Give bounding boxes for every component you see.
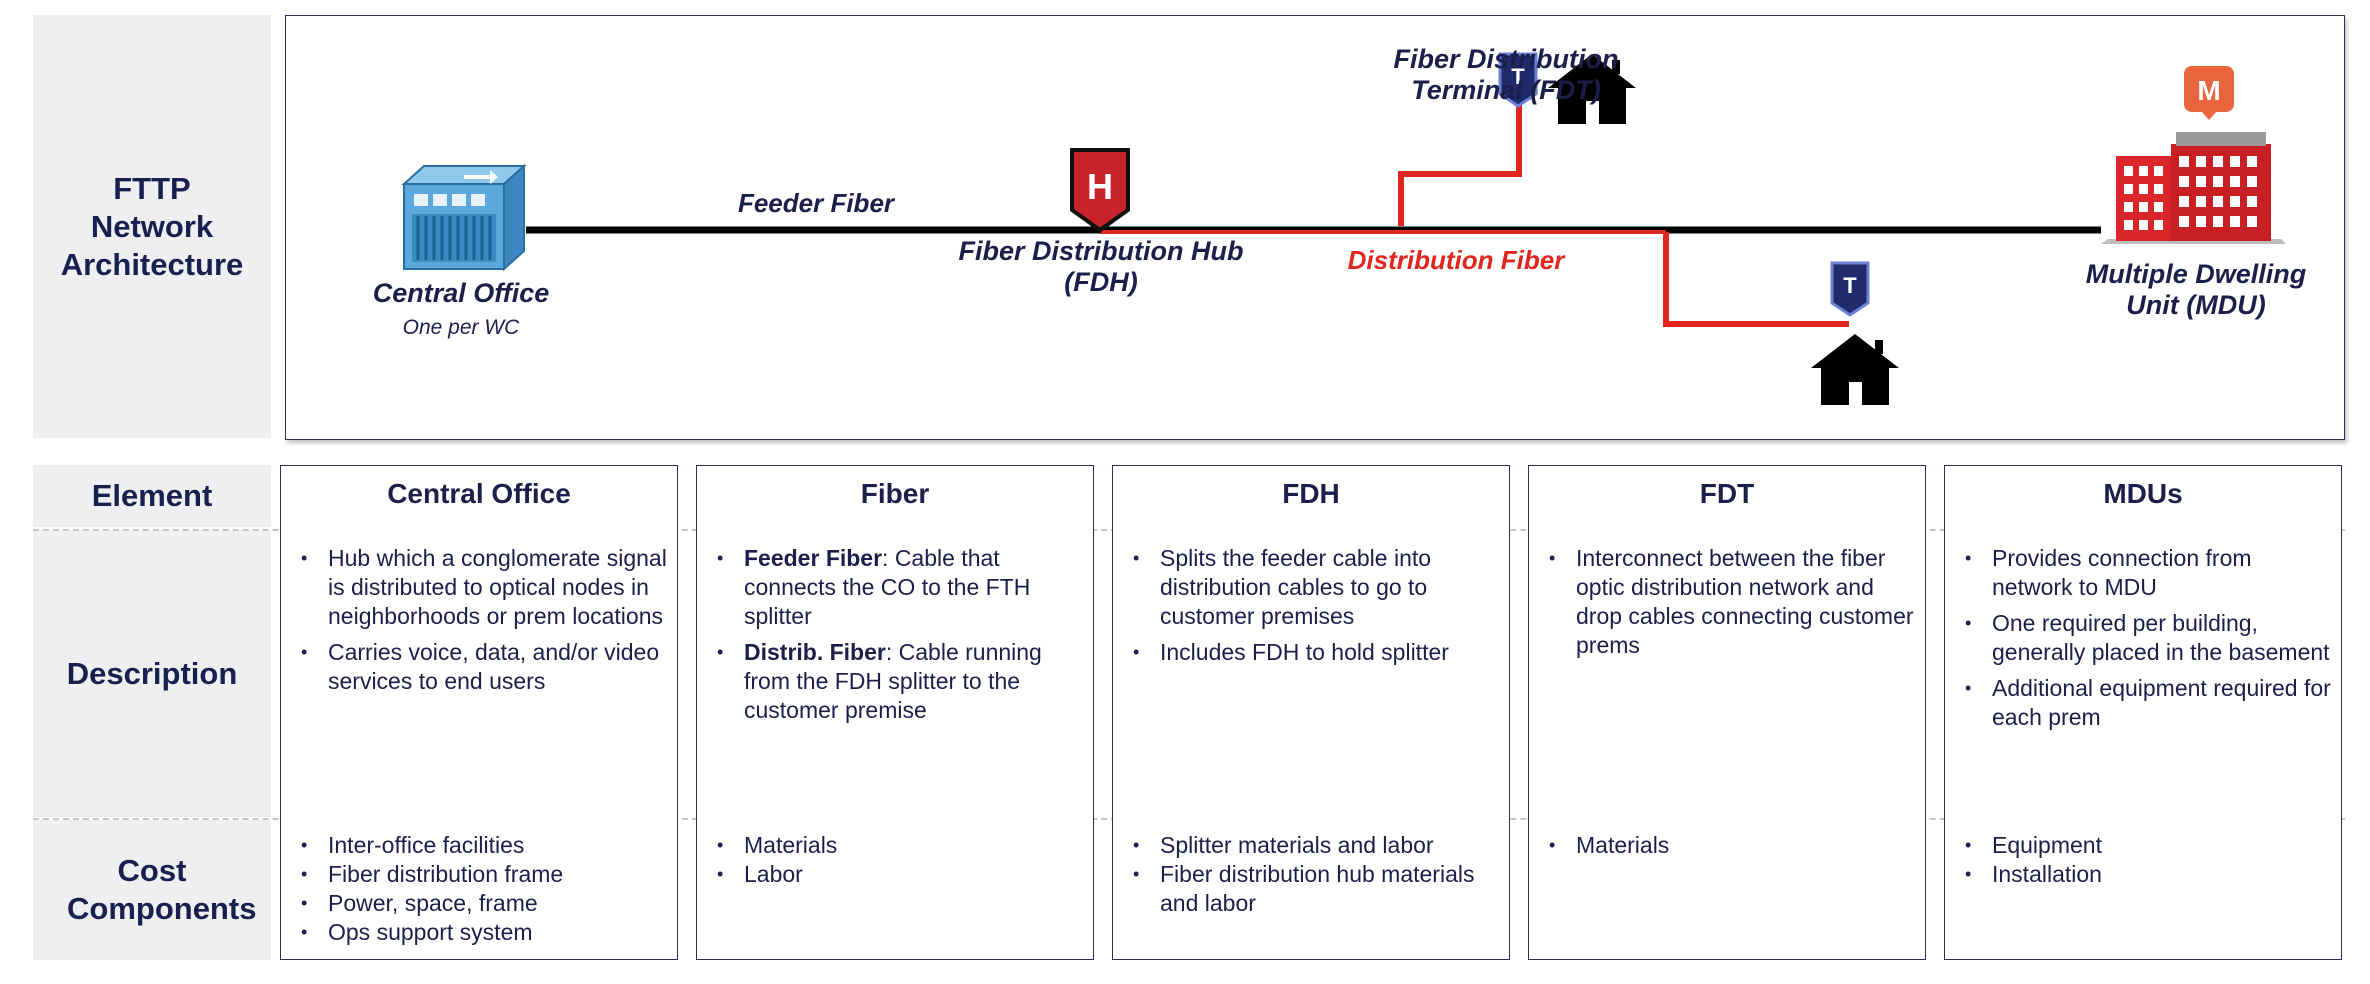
house-lower-icon: [1811, 334, 1899, 405]
row-label-cost-text: Cost Components: [67, 853, 257, 926]
row-label-cost: Cost Components: [33, 820, 271, 960]
fdt-badge-lower-letter: T: [1843, 273, 1857, 298]
description-item: Provides connection from network to MDU: [1965, 544, 2333, 602]
column-fdh: FDH Splits the feeder cable into distrib…: [1112, 465, 1510, 960]
mdu-label: Multiple Dwelling Unit (MDU): [2066, 259, 2326, 321]
description-item: Additional equipment required for each p…: [1965, 674, 2333, 732]
fdh-label-line2: (FDH): [1064, 267, 1138, 297]
column-central-office: Central Office Hub which a conglomerate …: [280, 465, 678, 960]
feeder-fiber-label: Feeder Fiber: [737, 188, 895, 218]
description-item: One required per building, generally pla…: [1965, 609, 2333, 667]
cost-item: Inter-office facilities: [301, 831, 669, 860]
row-label-element: Element: [33, 465, 271, 527]
distribution-fiber-upper: [1398, 98, 1522, 226]
central-office-label: Central Office: [372, 278, 550, 308]
description-item: Distrib. Fiber: Cable running from the F…: [717, 638, 1085, 725]
cost-item: Labor: [717, 860, 1085, 889]
column-title: FDT: [1699, 478, 1755, 509]
description-item: Feeder Fiber: Cable that connects the CO…: [717, 544, 1085, 631]
description-item: Interconnect between the fiber optic dis…: [1549, 544, 1917, 660]
column-fdt: FDT Interconnect between the fiber optic…: [1528, 465, 1926, 960]
fdh-badge-letter: H: [1087, 166, 1113, 207]
description-list: Hub which a conglomerate signal is distr…: [281, 544, 669, 703]
description-item: Splits the feeder cable into distributio…: [1133, 544, 1501, 631]
cost-list: Inter-office facilities Fiber distributi…: [281, 831, 669, 947]
description-text: : Cable running from the FDH splitter to…: [744, 639, 1042, 723]
diagram-title-panel: FTTP Network Architecture: [33, 15, 271, 438]
fdt-badge-upper-letter: T: [1511, 64, 1525, 89]
central-office-icon: [401, 163, 527, 272]
column-title: FDH: [1282, 478, 1340, 509]
mdu-badge-letter: M: [2197, 75, 2220, 106]
column-title: Fiber: [860, 478, 930, 509]
network-diagram: H T T: [285, 15, 2345, 440]
cost-item: Equipment: [1965, 831, 2333, 860]
fdh-badge-icon: H: [1070, 148, 1130, 233]
distribution-fiber-label: Distribution Fiber: [1347, 245, 1565, 275]
fdt-label: Fiber Distribution Terminal (FDT): [1316, 44, 1696, 106]
column-mdus: MDUs Provides connection from network to…: [1944, 465, 2342, 960]
cost-item: Materials: [717, 831, 1085, 860]
description-list: Interconnect between the fiber optic dis…: [1529, 544, 1917, 667]
fdt-badge-upper-icon: T: [1498, 52, 1538, 108]
mdu-badge-icon: M: [2184, 66, 2234, 120]
fdt-label-line1: Fiber Distribution: [1393, 44, 1619, 74]
fdh-label-line1: Fiber Distribution Hub: [958, 236, 1244, 266]
description-item: Hub which a conglomerate signal is distr…: [301, 544, 669, 631]
distribution-fiber-lower: [1663, 232, 1849, 327]
cost-item: Power, space, frame: [301, 889, 669, 918]
cost-list: Materials Labor: [697, 831, 1085, 889]
description-term: Distrib. Fiber: [744, 639, 886, 665]
description-list: Feeder Fiber: Cable that connects the CO…: [697, 544, 1085, 732]
cost-item: Fiber distribution hub materials and lab…: [1133, 860, 1501, 918]
mdu-label-line2: Unit (MDU): [2126, 290, 2266, 320]
column-title: MDUs: [2103, 478, 2183, 509]
description-term: Feeder Fiber: [744, 545, 883, 571]
row-label-description-text: Description: [66, 655, 238, 691]
cost-list: Splitter materials and labor Fiber distr…: [1113, 831, 1501, 918]
cost-item: Materials: [1549, 831, 1917, 860]
column-fiber: Fiber Feeder Fiber: Cable that connects …: [696, 465, 1094, 960]
cost-item: Fiber distribution frame: [301, 860, 669, 889]
diagram-title: FTTP Network Architecture: [60, 170, 244, 282]
central-office-sublabel: One per WC: [402, 316, 520, 339]
description-list: Splits the feeder cable into distributio…: [1113, 544, 1501, 674]
description-item: Includes FDH to hold splitter: [1133, 638, 1501, 667]
cost-item: Ops support system: [301, 918, 669, 947]
cost-list: Equipment Installation: [1945, 831, 2333, 889]
description-list: Provides connection from network to MDU …: [1945, 544, 2333, 739]
fdh-label: Fiber Distribution Hub (FDH): [926, 236, 1276, 298]
row-label-description: Description: [33, 530, 271, 817]
row-label-element-text: Element: [91, 478, 213, 513]
cost-item: Installation: [1965, 860, 2333, 889]
fdt-badge-lower-icon: T: [1830, 261, 1870, 317]
cost-list: Materials: [1529, 831, 1917, 860]
description-text: : Cable that connects the CO to the FTH …: [744, 545, 1031, 629]
cost-item: Splitter materials and labor: [1133, 831, 1501, 860]
house-upper-icon: [1548, 54, 1636, 124]
column-title: Central Office: [387, 478, 571, 509]
mdu-label-line1: Multiple Dwelling: [2085, 259, 2307, 289]
fdt-label-line2: Terminal (FDT): [1411, 75, 1601, 105]
diagram-lines: H T T: [401, 52, 2286, 405]
description-item: Carries voice, data, and/or video servic…: [301, 638, 669, 696]
mdu-building-icon: [2101, 132, 2286, 244]
